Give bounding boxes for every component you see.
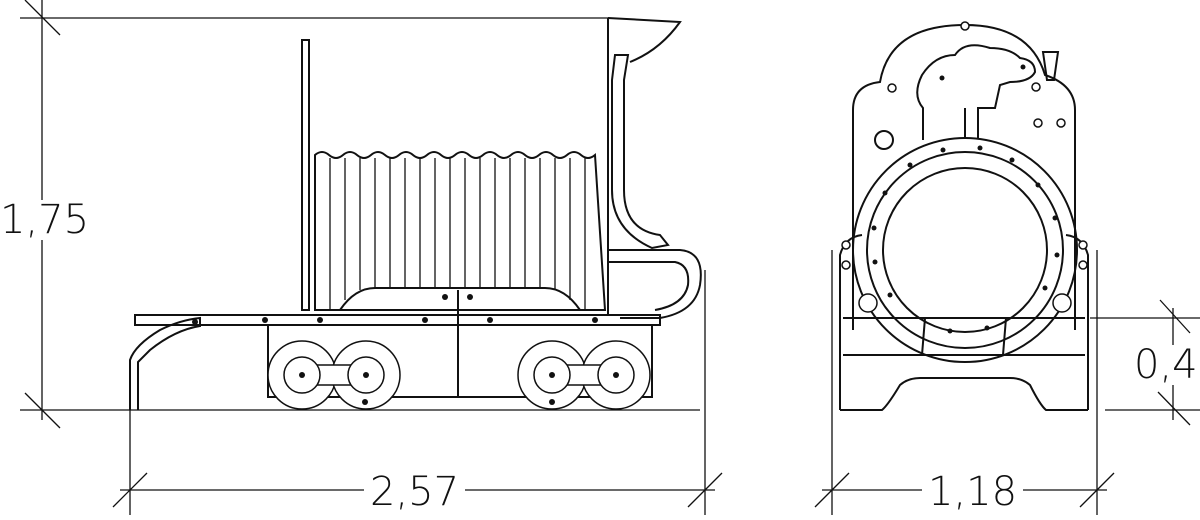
front-body: [852, 23, 1076, 330]
chassis: [267, 324, 653, 398]
rear-post: [301, 39, 310, 311]
width-dimension-label: 1,18: [922, 472, 1024, 512]
step-height-dimension-label: 0,4: [1134, 342, 1198, 388]
smoke-cloud: [916, 44, 1037, 140]
length-dimension-label: 2,57: [364, 472, 466, 512]
corrugated-tank: [314, 151, 607, 311]
height-dimension-label: 1,75: [0, 200, 96, 240]
rear-rail: [608, 249, 702, 319]
chimney: [611, 54, 670, 250]
dimension-lines: [20, 0, 1200, 515]
frame: [134, 314, 661, 326]
roof: [607, 17, 682, 63]
front-bumper: [129, 316, 201, 410]
wheel-set-rear: [517, 340, 651, 410]
side-view: [129, 17, 702, 410]
boiler-outer: [852, 137, 1078, 363]
front-chimney: [1041, 51, 1060, 81]
wheel-set-front: [267, 340, 401, 410]
front-view: [839, 21, 1089, 411]
lower-arch: [840, 377, 1088, 411]
boiler-opening: [882, 167, 1048, 333]
